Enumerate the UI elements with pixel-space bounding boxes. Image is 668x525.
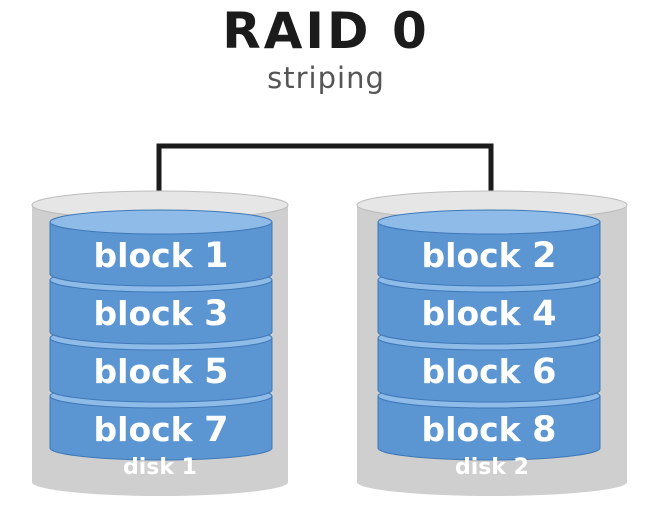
block-body [377,279,601,345]
disk-label: disk 2 [455,455,529,480]
block-label: block 4 [422,294,557,334]
block-label: block 7 [94,410,229,450]
block-number: 3 [204,294,228,334]
block-label: block 8 [422,410,557,450]
block-body [49,395,273,461]
block-number: 4 [532,294,556,334]
block-word: block [94,236,205,275]
block-label: block 5 [94,352,229,392]
block-body [377,395,601,461]
block-8: block 8 [377,383,601,461]
block-label: block 3 [94,294,229,334]
block-body [49,279,273,345]
block-number: 7 [204,410,228,450]
block-number: 8 [532,410,556,450]
diagram-subtitle: striping [267,61,385,95]
block-number: 5 [204,352,228,392]
block-word: block [94,352,205,391]
block-body [377,221,601,287]
block-word: block [94,294,205,333]
block-2: block 2 [377,209,601,287]
block-label: block 6 [422,352,557,392]
block-word: block [422,352,533,391]
block-top [49,209,273,235]
block-label: block 2 [422,236,557,276]
block-1: block 1 [49,209,273,287]
diagram-title: RAID 0 [222,2,430,60]
block-body [49,337,273,403]
block-body [49,221,273,287]
block-top [377,209,601,235]
block-number: 2 [532,236,556,276]
block-body [377,337,601,403]
block-word: block [94,410,205,449]
block-word: block [422,410,533,449]
disk-label: disk 1 [123,455,197,480]
block-word: block [422,236,533,275]
connector-line [156,143,494,210]
array-connector [156,143,494,210]
block-number: 1 [204,236,228,276]
block-number: 6 [532,352,556,392]
block-label: block 1 [94,236,229,276]
block-word: block [422,294,533,333]
